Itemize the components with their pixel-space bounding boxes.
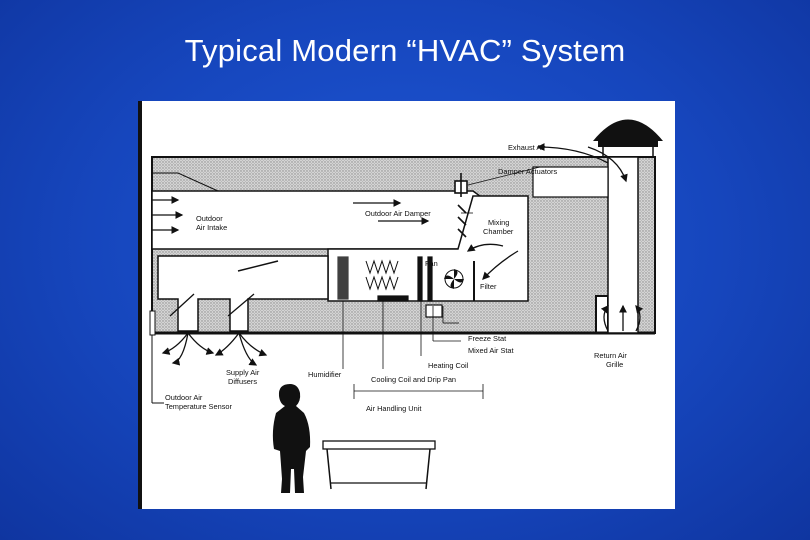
label-outdoor-air-damper: Outdoor Air Damper: [365, 209, 431, 218]
label-return-air-grille-1: Return Air: [594, 351, 627, 360]
label-air-handling-unit: Air Handling Unit: [366, 404, 421, 413]
left-edge: [138, 101, 142, 509]
slide-title: Typical Modern “HVAC” System: [184, 33, 626, 68]
supply-diffusers: [161, 260, 279, 366]
label-outdoor-air-temp-2: Temperature Sensor: [165, 402, 232, 411]
label-outdoor-air-intake-2: Air Intake: [196, 223, 227, 232]
fan: [444, 261, 475, 301]
label-damper-actuators: Damper Actuators: [498, 167, 557, 176]
label-fan: Fan: [425, 259, 438, 268]
return-shaft: [607, 156, 639, 334]
label-mixed-air-stat: Mixed Air Stat: [468, 346, 514, 355]
label-cooling-coil: Cooling Coil and Drip Pan: [371, 375, 456, 384]
label-humidifier: Humidifier: [308, 370, 342, 379]
label-return-air-grille-2: Grille: [606, 360, 623, 369]
table: [322, 440, 436, 490]
label-supply-air-diffusers-2: Diffusers: [228, 377, 257, 386]
rooftop-hood: [593, 119, 663, 157]
label-heating-coil: Heating Coil: [428, 361, 469, 370]
label-outdoor-air-intake-1: Outdoor: [196, 214, 223, 223]
intake-arrows: [152, 196, 430, 234]
leader-lines: [342, 166, 541, 399]
label-outdoor-air-temp-1: Outdoor Air: [165, 393, 203, 402]
label-exhaust-air: Exhaust Air: [508, 143, 546, 152]
label-freeze-stat: Freeze Stat: [468, 334, 506, 343]
label-mixing-chamber-1: Mixing: [488, 218, 509, 227]
person-silhouette: [272, 384, 311, 493]
hvac-diagram: Exhaust Air Damper Actuators Outdoor Air…: [138, 101, 675, 509]
ahu-chamber: [327, 195, 529, 302]
airflow-arrows: [466, 143, 644, 332]
label-mixing-chamber-2: Chamber: [483, 227, 514, 236]
label-supply-air-diffusers-1: Supply Air: [226, 368, 260, 377]
ahu-components: [337, 256, 443, 318]
temp-sensor: [149, 310, 164, 404]
label-filter: Filter: [480, 282, 497, 291]
supply-duct: [157, 255, 329, 332]
outdoor-air-damper: [454, 173, 468, 238]
